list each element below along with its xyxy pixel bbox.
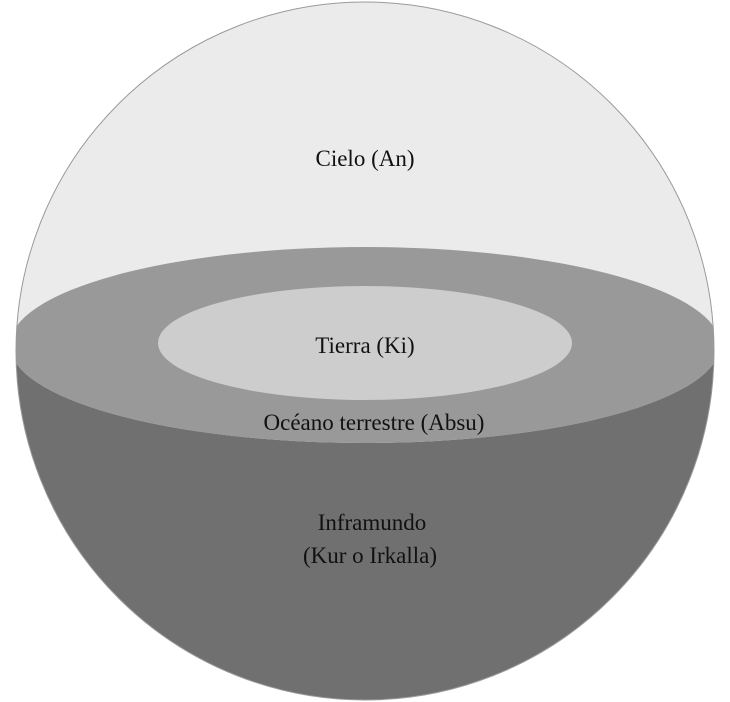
underworld-label-line1: Inframundo [318, 510, 427, 535]
ocean-label: Océano terrestre (Absu) [264, 410, 485, 435]
earth-label: Tierra (Ki) [315, 333, 414, 358]
underworld-region [16, 345, 714, 700]
sphere-outline [15, 1, 715, 701]
underworld-label-line2: (Kur o Irkalla) [303, 543, 437, 568]
earth-disc [158, 286, 572, 400]
sky-label: Cielo (An) [315, 146, 414, 171]
